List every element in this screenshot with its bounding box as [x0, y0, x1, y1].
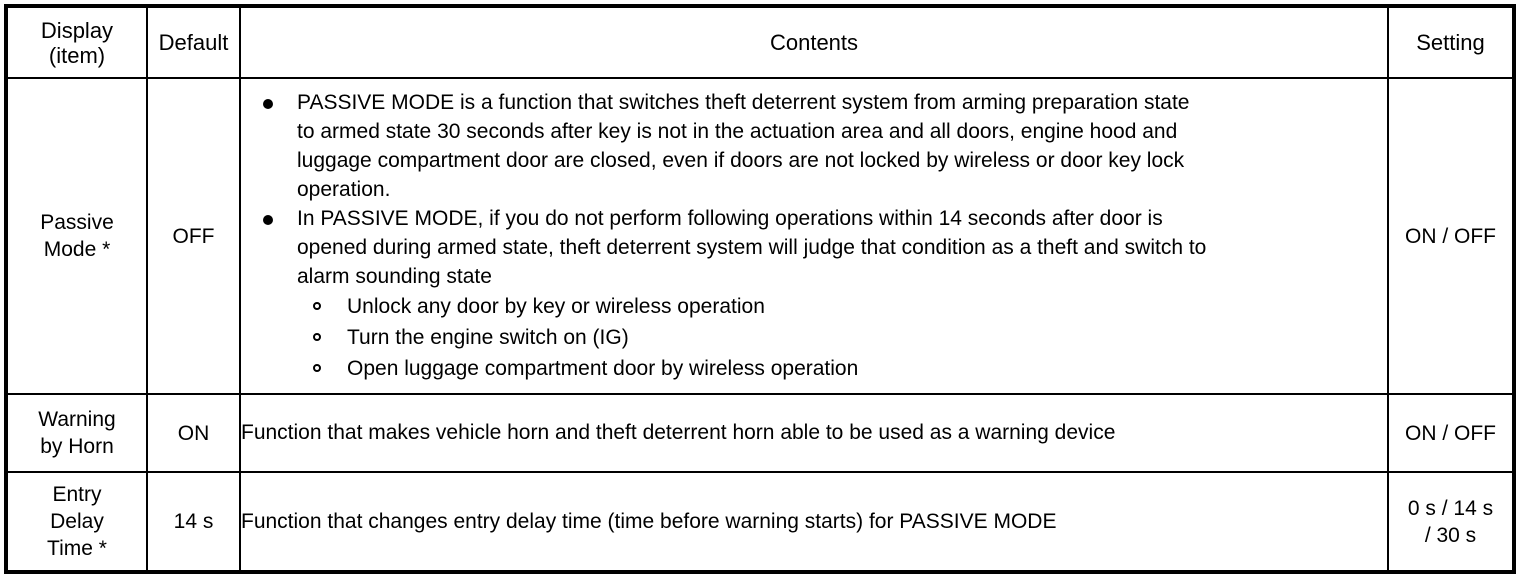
- display-label-line-3: Time *: [47, 537, 107, 560]
- cell-setting-passive-mode: ON / OFF: [1387, 77, 1515, 395]
- bullet-list: PASSIVE MODE is a function that switches…: [241, 88, 1387, 291]
- bullet-line: operation.: [297, 178, 391, 201]
- sub-bullet-item: Turn the engine switch on (IG): [241, 322, 1387, 353]
- cell-display-warning-by-horn: Warning by Horn: [5, 393, 148, 473]
- spec-table-page: Display (item) Default Contents Setting …: [0, 4, 1520, 588]
- column-header-display-line-2: (item): [48, 42, 106, 68]
- hollow-bullet-icon: [313, 333, 321, 341]
- bullet-line: alarm sounding state: [297, 265, 492, 288]
- setting-option-line-2: / 30 s: [1424, 523, 1477, 547]
- bullet-line: PASSIVE MODE is a function that switches…: [297, 91, 1190, 114]
- cell-display-passive-mode: Passive Mode *: [5, 77, 148, 395]
- bullet-item: PASSIVE MODE is a function that switches…: [241, 88, 1387, 204]
- filled-bullet-icon: [263, 99, 273, 109]
- default-value: 14 s: [173, 510, 214, 533]
- column-header-default-line-1: Default: [158, 30, 229, 55]
- column-header-display: Display (item): [5, 5, 148, 79]
- sub-bullet-item: Unlock any door by key or wireless opera…: [241, 291, 1387, 322]
- cell-default-entry-delay-time: 14 s: [146, 471, 241, 573]
- display-label-line-1: Warning: [38, 408, 116, 431]
- column-header-setting: Setting: [1387, 5, 1515, 79]
- cell-contents-warning-by-horn: Function that makes vehicle horn and the…: [239, 393, 1389, 473]
- column-header-contents-line-1: Contents: [769, 30, 859, 55]
- table-row-warning-by-horn: Warning by Horn ON Function that makes v…: [5, 393, 1515, 473]
- display-label-line-1: Entry: [52, 483, 102, 506]
- setting-option-line: ON / OFF: [1405, 224, 1496, 248]
- display-label-line-2: by Horn: [40, 435, 114, 458]
- cell-default-passive-mode: OFF: [146, 77, 241, 395]
- cell-display-entry-delay-time: Entry Delay Time *: [5, 471, 148, 573]
- bullet-line: In PASSIVE MODE, if you do not perform f…: [297, 207, 1163, 230]
- table-row-passive-mode: Passive Mode * OFF PASSIVE MODE is a fun…: [5, 77, 1515, 395]
- cell-contents-entry-delay-time: Function that changes entry delay time (…: [239, 471, 1389, 573]
- sub-bullet-label: Turn the engine switch on (IG): [347, 326, 629, 349]
- column-header-contents: Contents: [239, 5, 1389, 79]
- display-label-line-2: Mode *: [43, 238, 111, 261]
- header-row: Display (item) Default Contents Setting: [5, 5, 1515, 79]
- bullet-line: to armed state 30 seconds after key is n…: [297, 120, 1178, 143]
- contents-text: Function that makes vehicle horn and the…: [241, 421, 1116, 444]
- cell-contents-passive-mode: PASSIVE MODE is a function that switches…: [239, 77, 1389, 395]
- column-header-default: Default: [146, 5, 241, 79]
- bullet-line: luggage compartment door are closed, eve…: [297, 149, 1185, 172]
- column-header-setting-line-1: Setting: [1416, 30, 1485, 55]
- sub-bullet-list: Unlock any door by key or wireless opera…: [241, 291, 1387, 384]
- contents-text: Function that changes entry delay time (…: [241, 509, 1057, 533]
- bullet-item: In PASSIVE MODE, if you do not perform f…: [241, 204, 1387, 291]
- settings-specification-table: Display (item) Default Contents Setting …: [4, 4, 1516, 574]
- filled-bullet-icon: [263, 215, 273, 225]
- table-row-entry-delay-time: Entry Delay Time * 14 s Function that ch…: [5, 471, 1515, 573]
- setting-option-line: ON / OFF: [1405, 421, 1496, 445]
- hollow-bullet-icon: [313, 364, 321, 372]
- sub-bullet-label: Unlock any door by key or wireless opera…: [347, 295, 765, 318]
- default-value: ON: [177, 421, 210, 445]
- column-header-display-line-1: Display: [40, 17, 114, 43]
- default-value: OFF: [172, 224, 215, 248]
- cell-default-warning-by-horn: ON: [146, 393, 241, 473]
- display-label-line-1: Passive: [40, 211, 114, 234]
- sub-bullet-label: Open luggage compartment door by wireles…: [347, 357, 859, 380]
- bullet-line: opened during armed state, theft deterre…: [297, 236, 1207, 259]
- table-body: Passive Mode * OFF PASSIVE MODE is a fun…: [5, 77, 1515, 573]
- display-label-line-2: Delay: [50, 510, 104, 533]
- sub-bullet-item: Open luggage compartment door by wireles…: [241, 353, 1387, 384]
- cell-setting-entry-delay-time: 0 s / 14 s / 30 s: [1387, 471, 1515, 573]
- setting-option-line-1: 0 s / 14 s: [1407, 496, 1494, 520]
- table-header: Display (item) Default Contents Setting: [5, 5, 1515, 79]
- hollow-bullet-icon: [313, 302, 321, 310]
- cell-setting-warning-by-horn: ON / OFF: [1387, 393, 1515, 473]
